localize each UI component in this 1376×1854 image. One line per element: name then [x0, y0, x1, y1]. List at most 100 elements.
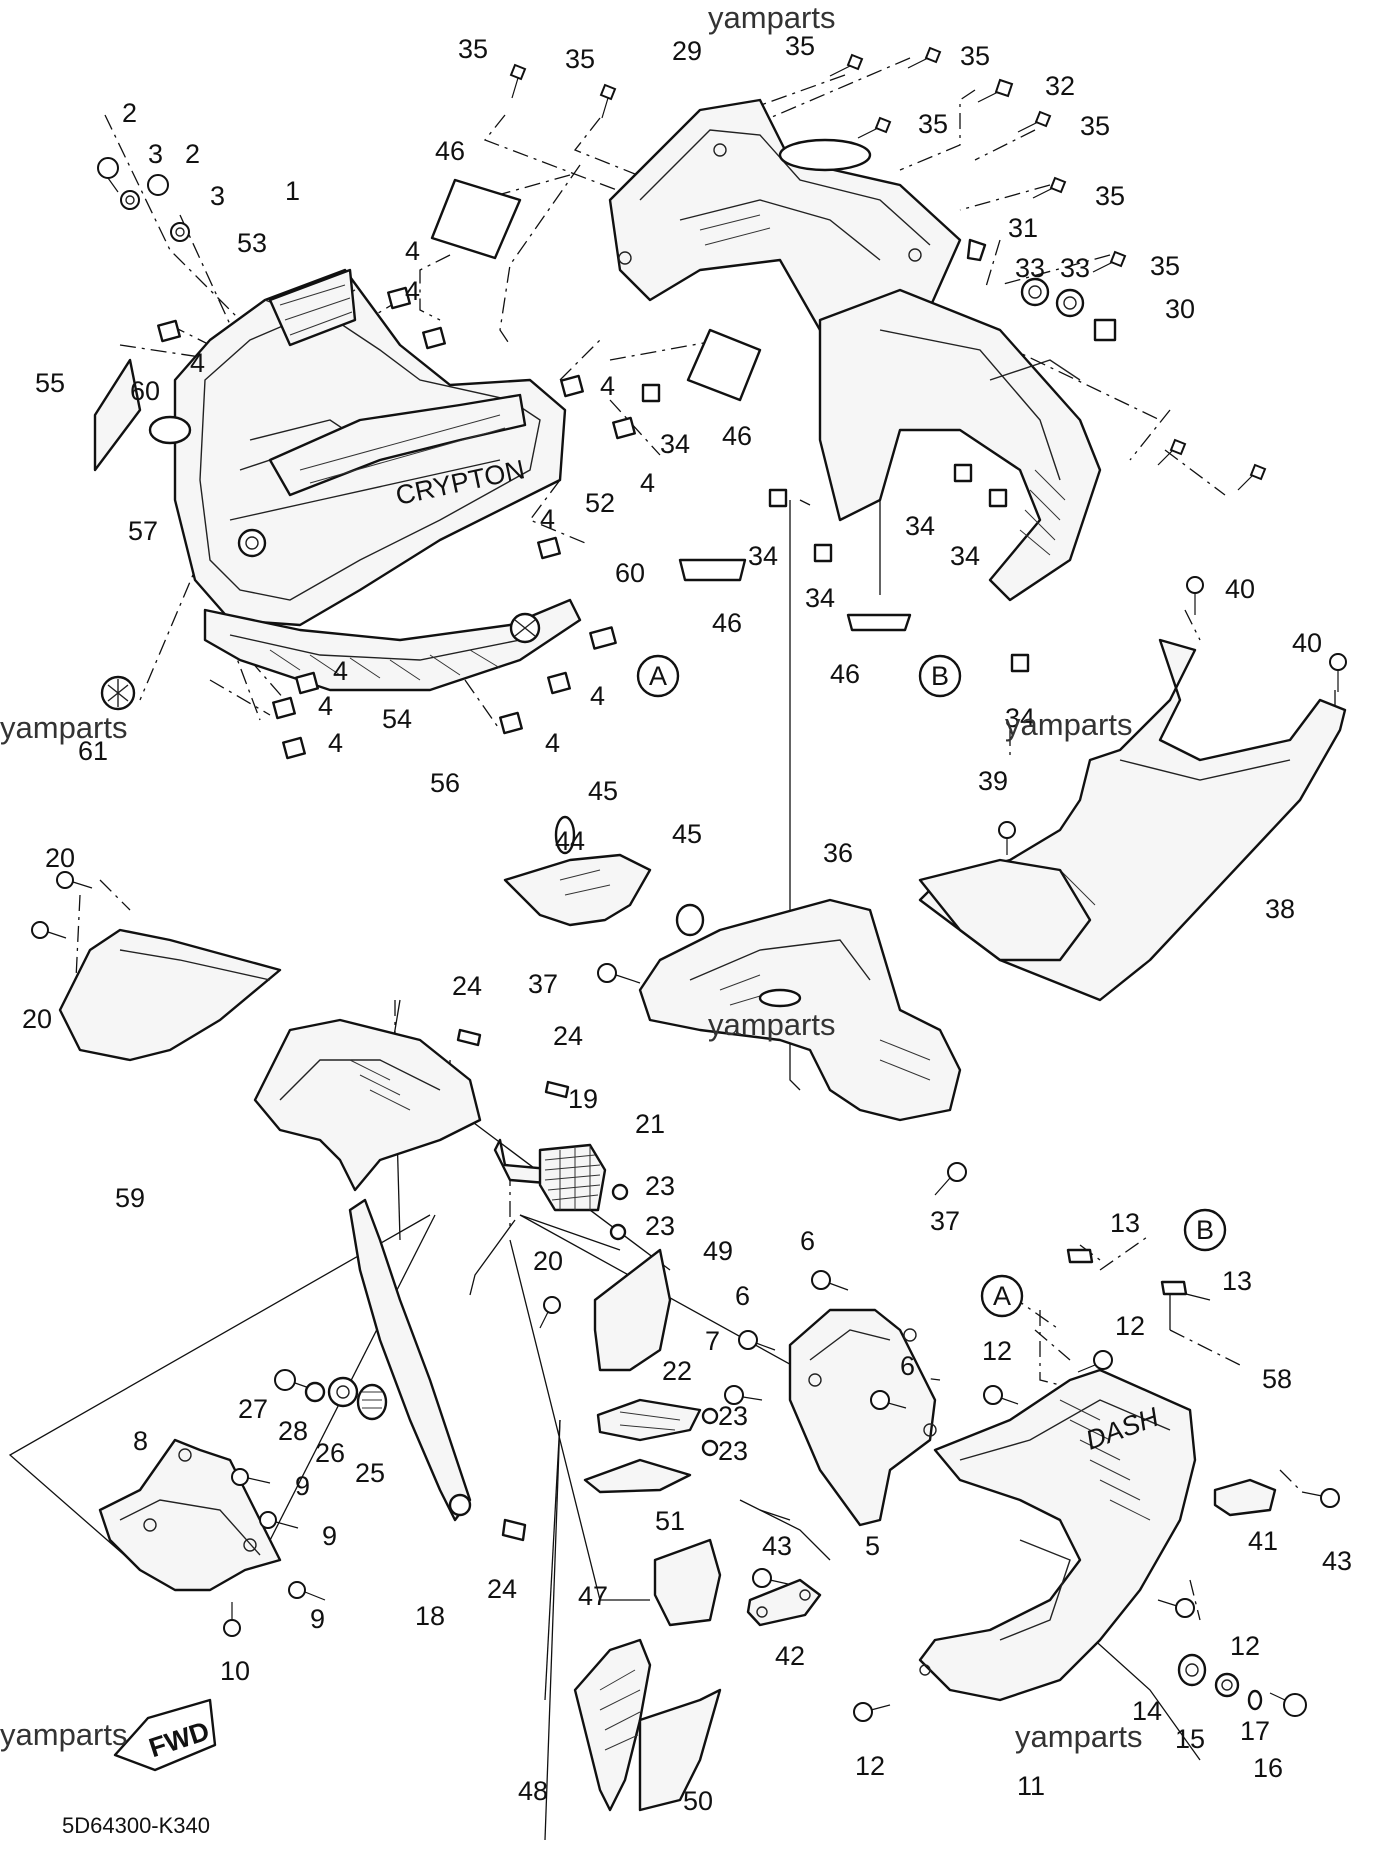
watermark: yamparts	[1015, 1719, 1142, 1754]
callout-label: 54	[382, 704, 412, 734]
callout-label: 4	[333, 656, 348, 686]
callout-label: 40	[1292, 628, 1322, 658]
callout-label: 2	[122, 98, 137, 128]
callout-label: 19	[568, 1084, 598, 1114]
callout-label: 51	[655, 1506, 685, 1536]
callout-label: 25	[355, 1458, 385, 1488]
callout-label: 43	[762, 1531, 792, 1561]
label-46-top	[430, 178, 522, 260]
panel-47	[653, 1538, 722, 1627]
trim-55	[93, 358, 142, 472]
callout-label: 4	[590, 681, 605, 711]
callout-label: 40	[1225, 574, 1255, 604]
callout-label: 13	[1110, 1208, 1140, 1238]
clips-13	[1066, 1248, 1188, 1296]
callout-label: 34	[805, 583, 835, 613]
callout-label: 22	[662, 1356, 692, 1386]
hardware-14-17	[1177, 1653, 1307, 1717]
callout-label: 34	[1005, 703, 1035, 733]
hose-44	[503, 853, 652, 927]
callout-label: 9	[322, 1521, 337, 1551]
callout-label: 7	[705, 1326, 720, 1356]
ref-marker-a-bottom: A	[993, 1281, 1011, 1311]
callout-label: 35	[918, 109, 948, 139]
bolts-43	[752, 1488, 1340, 1588]
callout-label: 23	[645, 1211, 675, 1241]
callout-label: 20	[22, 1004, 52, 1034]
clips-24	[456, 1028, 570, 1542]
callout-label: 35	[458, 34, 488, 64]
callout-label: 34	[748, 541, 778, 571]
callout-label: 23	[645, 1171, 675, 1201]
callout-label: 4	[405, 236, 420, 266]
floor-cover-38	[918, 638, 1347, 1002]
ref-markers-bottom: A B	[980, 1208, 1227, 1318]
callout-label: 13	[1222, 1266, 1252, 1296]
watermark: yamparts	[1005, 707, 1132, 742]
cover-36	[638, 898, 962, 1122]
callout-label: 60	[615, 558, 645, 588]
callout-label: 57	[128, 516, 158, 546]
bracket-41	[1213, 1478, 1277, 1517]
callout-label: 59	[115, 1183, 145, 1213]
callout-label: 6	[900, 1351, 915, 1381]
bolts-2-3	[97, 157, 190, 242]
bolts-20	[31, 871, 561, 1329]
callout-label: 31	[1008, 213, 1038, 243]
callout-label: 6	[735, 1281, 750, 1311]
nut-4-cluster	[157, 286, 636, 760]
callout-label: 41	[1248, 1526, 1278, 1556]
callout-label: 49	[703, 1236, 733, 1266]
callout-label: 4	[328, 728, 343, 758]
diagram-code: 5D64300-K340	[62, 1813, 210, 1838]
callout-label: 35	[1080, 111, 1110, 141]
callout-label: 58	[1262, 1364, 1292, 1394]
bolts-9-10	[223, 1468, 326, 1637]
callout-label: 37	[528, 969, 558, 999]
fwd-arrow: FWD	[113, 1698, 217, 1772]
callout-label: 45	[672, 819, 702, 849]
label-46-mid	[686, 328, 762, 402]
callout-label: 15	[1175, 1724, 1205, 1754]
callout-label: 12	[855, 1751, 885, 1781]
callout-label: 55	[35, 368, 65, 398]
callout-label: 3	[210, 181, 225, 211]
callout-label: 4	[540, 504, 555, 534]
callout-label: 18	[415, 1601, 445, 1631]
callout-label: 46	[435, 136, 465, 166]
clamps-45	[554, 815, 705, 937]
panel-49	[593, 1248, 672, 1372]
callout-label: 4	[545, 728, 560, 758]
callout-label: 43	[1322, 1546, 1352, 1576]
watermark: yamparts	[0, 710, 127, 745]
callout-label: 2	[185, 139, 200, 169]
callout-label: 44	[555, 826, 585, 856]
callout-label: 24	[487, 1574, 517, 1604]
callout-label: 47	[578, 1581, 608, 1611]
plate-51	[583, 1458, 692, 1494]
callout-label: 34	[950, 541, 980, 571]
callout-label: 35	[785, 31, 815, 61]
callout-label: 12	[1115, 1311, 1145, 1341]
hardware-25-28	[274, 1369, 388, 1421]
callout-label: 8	[133, 1426, 148, 1456]
callout-label: 52	[585, 488, 615, 518]
callout-label: 33	[1060, 253, 1090, 283]
watermark: yamparts	[0, 1717, 127, 1752]
callout-label: 33	[1015, 253, 1045, 283]
emblem-60-left	[148, 415, 192, 445]
bolts-35	[509, 46, 1267, 491]
callout-label: 50	[683, 1786, 713, 1816]
callout-label: 28	[278, 1416, 308, 1446]
callout-label: 60	[130, 376, 160, 406]
label-46-low-left	[678, 558, 747, 582]
callout-label: 45	[588, 776, 618, 806]
bolts-12	[853, 1350, 1195, 1722]
callout-label: 35	[565, 44, 595, 74]
callout-label: 6	[800, 1226, 815, 1256]
callout-label: 5	[865, 1531, 880, 1561]
callout-label: 38	[1265, 894, 1295, 924]
callout-label: 61	[78, 736, 108, 766]
callout-label: 4	[405, 276, 420, 306]
